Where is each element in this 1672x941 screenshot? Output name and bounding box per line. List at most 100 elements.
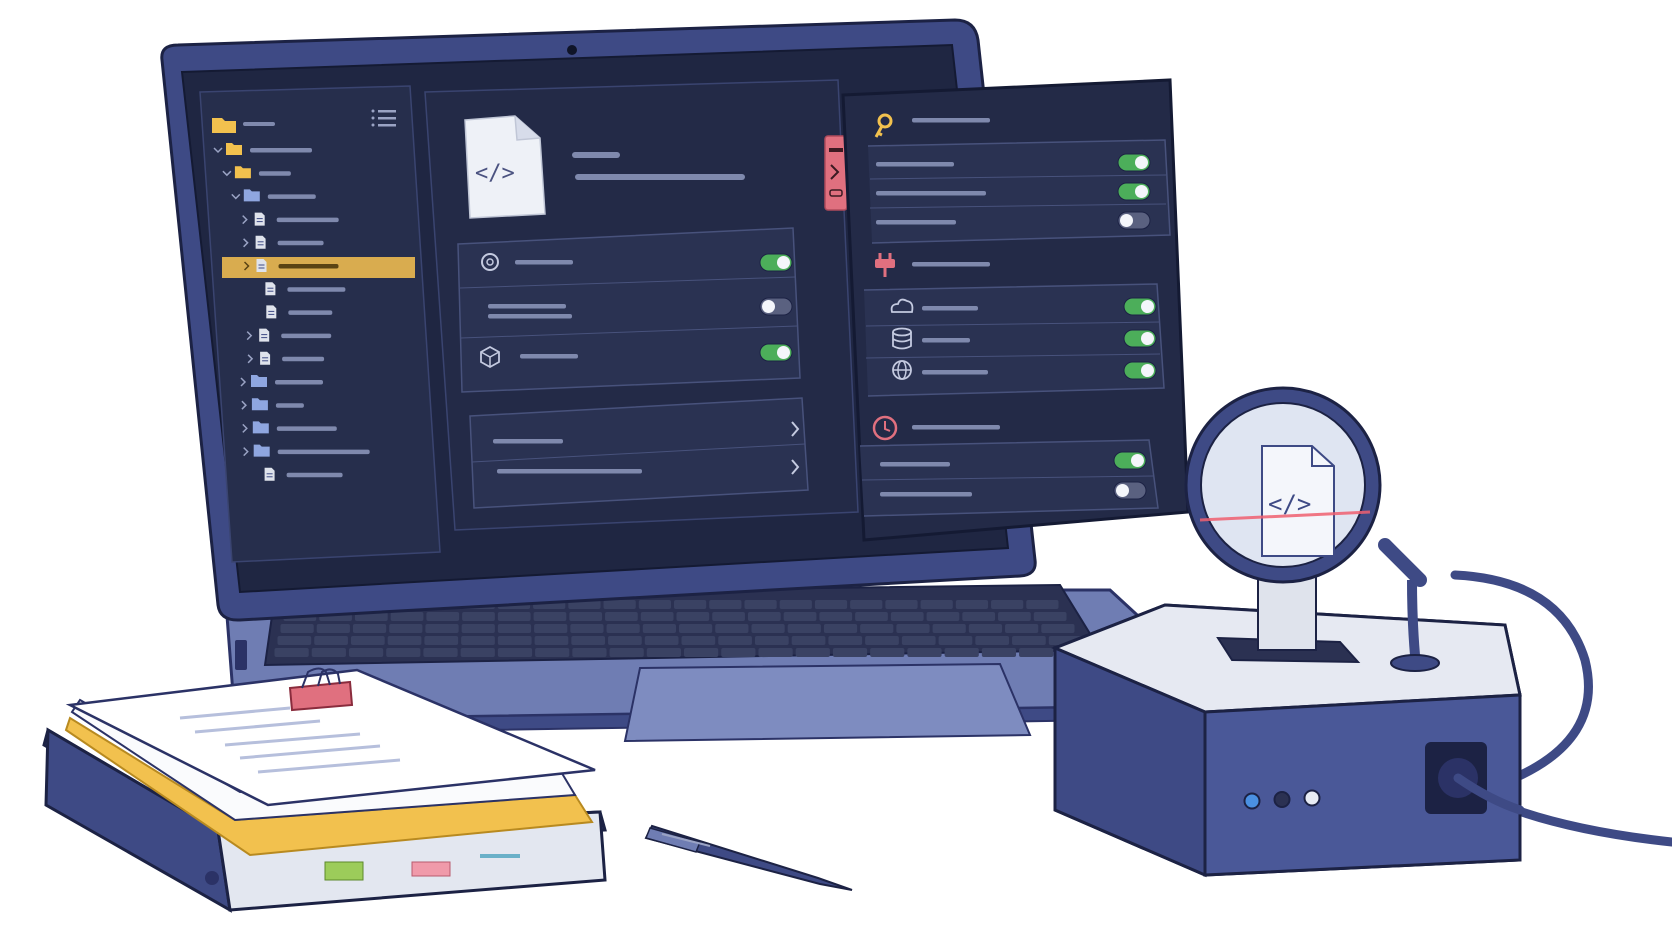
chevron-down-icon	[213, 147, 223, 154]
status-light	[1303, 789, 1321, 807]
tree-row[interactable]	[241, 398, 304, 411]
toggle-switch-on[interactable]	[759, 343, 793, 362]
plug-icon	[875, 253, 895, 277]
file-icon	[256, 259, 267, 272]
file-icon	[259, 328, 270, 342]
svg-text:</>: </>	[475, 161, 515, 186]
tree-row[interactable]	[242, 212, 339, 226]
chevron-down-icon	[222, 170, 232, 177]
toggle-switch-off[interactable]	[1117, 211, 1151, 230]
toggle-switch-on[interactable]	[759, 253, 793, 272]
tree-row[interactable]	[264, 467, 343, 481]
settings-card	[457, 227, 801, 393]
chevron-right-icon	[246, 331, 253, 341]
folder-icon	[212, 118, 236, 133]
file-icon	[266, 305, 277, 319]
toggle-switch-on[interactable]	[1113, 451, 1147, 470]
settings-row	[880, 451, 1147, 470]
clock-icon	[872, 415, 898, 441]
settings-card	[863, 283, 1165, 397]
bookmark-tab-pink	[411, 861, 451, 877]
tree-row[interactable]	[246, 328, 332, 342]
settings-row	[865, 321, 1161, 350]
tree-row[interactable]	[231, 189, 316, 202]
document-lines	[179, 706, 401, 774]
tree-row[interactable]	[240, 375, 323, 387]
folder-icon	[252, 421, 269, 434]
toggle-switch-off[interactable]	[759, 297, 793, 316]
status-light	[1243, 792, 1261, 810]
settings-row	[890, 297, 1157, 316]
settings-section	[863, 253, 1165, 397]
settings-row	[876, 153, 1151, 172]
chevron-right-icon[interactable]	[791, 421, 800, 437]
tree-row[interactable]	[213, 143, 312, 155]
main-panel: </>	[424, 79, 859, 531]
chevron-right-icon[interactable]	[791, 459, 800, 475]
tree-row[interactable]	[242, 421, 337, 434]
scan-line	[1199, 510, 1371, 522]
folder-icon	[226, 143, 242, 155]
file-icon	[260, 351, 271, 365]
file-icon	[264, 467, 275, 481]
settings-row	[869, 203, 1167, 230]
database-icon	[892, 327, 912, 350]
settings-row	[488, 297, 793, 319]
tree-row[interactable]	[222, 166, 291, 179]
chevron-down-icon	[231, 193, 241, 200]
tree-row[interactable]	[243, 444, 370, 457]
toggle-switch-on[interactable]	[1117, 153, 1151, 172]
bookmark-tab-blue	[480, 854, 520, 858]
toggle-switch-off[interactable]	[1113, 481, 1147, 500]
toggle-switch-on[interactable]	[1123, 361, 1157, 380]
tree-row[interactable]	[265, 282, 346, 296]
security-settings-panel	[841, 78, 1190, 542]
toggle-switch-on[interactable]	[1123, 297, 1157, 316]
code-file-icon: </>	[1261, 445, 1335, 557]
terminal-tab[interactable]	[824, 135, 848, 211]
tree-row[interactable]	[266, 305, 333, 319]
trackpad[interactable]	[623, 662, 1032, 743]
navigation-row[interactable]	[493, 421, 800, 444]
chevron-right-icon	[241, 400, 247, 410]
tree-row[interactable]	[243, 235, 324, 249]
chevron-right-icon	[242, 423, 248, 433]
toggle-switch-on[interactable]	[1117, 182, 1151, 201]
chevron-right-icon	[247, 354, 254, 364]
folder-icon	[243, 189, 260, 202]
terminal-icon	[829, 148, 843, 197]
navigation-card	[469, 397, 809, 509]
tree-row[interactable]	[247, 351, 325, 365]
gear-icon	[481, 253, 499, 271]
chevron-right-icon	[240, 377, 247, 387]
file-icon	[254, 212, 265, 226]
file-icon	[265, 282, 276, 296]
cloud-icon	[890, 298, 914, 313]
settings-section	[859, 415, 1159, 517]
binder-clip-icon	[288, 667, 354, 712]
file-icon	[255, 235, 266, 249]
settings-row	[861, 475, 1155, 500]
navigation-row[interactable]	[497, 459, 800, 475]
cube-icon	[480, 345, 500, 369]
pen-icon	[644, 824, 853, 891]
globe-icon	[892, 360, 912, 380]
folder-icon	[253, 444, 270, 457]
toggle-switch-on[interactable]	[1123, 329, 1157, 348]
code-file-icon: </>	[464, 115, 546, 219]
bookmark-tab-green	[324, 861, 364, 881]
status-light	[1273, 791, 1291, 808]
webcam	[567, 45, 577, 55]
key-icon	[874, 113, 893, 138]
tree-row[interactable]	[222, 257, 415, 278]
folder-icon	[251, 375, 267, 387]
settings-section	[867, 113, 1171, 244]
settings-row	[865, 353, 1161, 380]
scanner-device: </>	[1051, 386, 1672, 878]
folder-icon	[234, 166, 251, 179]
list-menu-icon[interactable]	[371, 109, 397, 127]
chevron-right-icon	[243, 238, 249, 248]
document-binder	[42, 667, 607, 913]
chevron-right-icon	[242, 215, 248, 225]
